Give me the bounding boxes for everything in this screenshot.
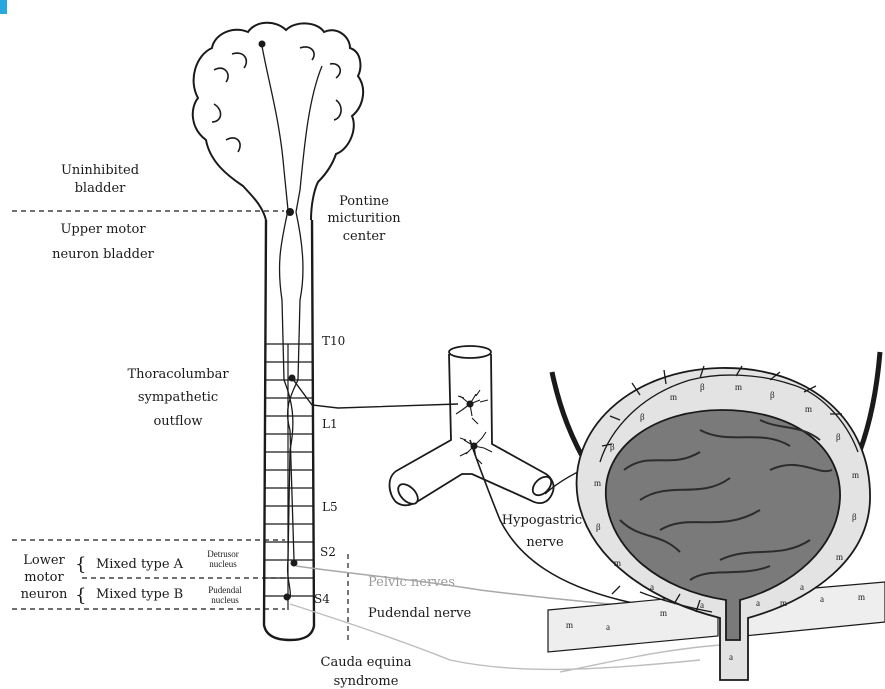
pudendal-nerve-label: Pudendal nerve [368, 606, 471, 621]
aorta-trunk [390, 354, 554, 505]
brain-gyri [212, 47, 341, 152]
lower-motor-label-1: Lower [23, 553, 65, 568]
svg-text:m: m [805, 404, 812, 414]
corner-tab [0, 0, 7, 14]
svg-text:a: a [650, 582, 654, 592]
upper-motor-label-2: neuron bladder [52, 247, 155, 262]
svg-text:β: β [836, 432, 841, 442]
svg-text:a: a [606, 622, 610, 632]
svg-text:m: m [735, 382, 742, 392]
level-s4: S4 [314, 592, 330, 606]
aortic-bifurcation [390, 346, 555, 507]
svg-text:m: m [660, 608, 667, 618]
cauda-equina-label-2: syndrome [334, 674, 399, 689]
level-t10: T10 [322, 334, 345, 348]
svg-text:β: β [610, 442, 615, 452]
detrusor-nucleus-label-1: Detrusor [207, 549, 239, 559]
pudendal-nucleus-neuron [284, 594, 291, 601]
aorta-top-opening [449, 346, 491, 358]
thoracolumbar-label-2: sympathetic [138, 390, 218, 405]
upper-ganglion-branches [456, 390, 488, 424]
svg-text:m: m [858, 592, 865, 602]
svg-text:a: a [729, 652, 733, 662]
svg-text:a: a [820, 594, 824, 604]
cortical-neuron [259, 41, 266, 48]
cauda-equina-label-1: Cauda equina [321, 655, 412, 670]
svg-text:β: β [770, 390, 775, 400]
svg-text:β: β [640, 412, 645, 422]
pontine-label-3: center [343, 229, 386, 244]
pudendal-nucleus-label-2: nucleus [211, 595, 239, 605]
svg-text:a: a [700, 600, 704, 610]
lower-motor-label-2: motor [24, 570, 64, 585]
svg-text:β: β [852, 512, 857, 522]
svg-text:m: m [566, 620, 573, 630]
pontine-label-2: micturition [327, 211, 401, 226]
thoracolumbar-label-1: Thoracolumbar [127, 367, 229, 382]
detrusor-nucleus-label-2: nucleus [209, 559, 237, 569]
sympathetic-outflow-nerve [292, 378, 458, 408]
uninhibited-label-2: bladder [75, 181, 127, 196]
svg-text:m: m [594, 478, 601, 488]
svg-text:m: m [852, 470, 859, 480]
pontine-label-1: Pontine [339, 194, 389, 209]
svg-text:m: m [614, 558, 621, 568]
level-s2: S2 [320, 545, 336, 559]
hypogastric-label-1: Hypogastric [502, 513, 582, 528]
svg-text:m: m [836, 552, 843, 562]
svg-text:a: a [800, 582, 804, 592]
pontine-center-neuron [286, 208, 294, 216]
uninhibited-label-1: Uninhibited [61, 163, 139, 178]
brace-bottom: { [75, 585, 86, 606]
mixed-type-b-label: Mixed type B [96, 587, 183, 602]
brace-top: { [75, 554, 86, 575]
lower-motor-label-3: neuron [21, 587, 68, 602]
ascending-tract [288, 66, 322, 560]
level-l5: L5 [322, 500, 338, 514]
svg-text:m: m [780, 598, 787, 608]
pudendal-nucleus-label-1: Pudendal [208, 585, 242, 595]
svg-text:β: β [700, 382, 705, 392]
brain-and-spinal-cord [193, 23, 363, 640]
spinal-cord-outline [264, 220, 314, 640]
upper-motor-label-1: Upper motor [60, 222, 146, 237]
bladder: β m β m β m β m β m β m β m a a a a a m … [548, 352, 885, 680]
level-l1: L1 [322, 417, 338, 431]
mixed-type-a-label: Mixed type A [96, 557, 184, 572]
hypogastric-label-2: nerve [526, 535, 564, 550]
thoracolumbar-label-3: outflow [153, 414, 202, 429]
svg-text:β: β [596, 522, 601, 532]
svg-text:a: a [756, 598, 760, 608]
svg-text:m: m [670, 392, 677, 402]
